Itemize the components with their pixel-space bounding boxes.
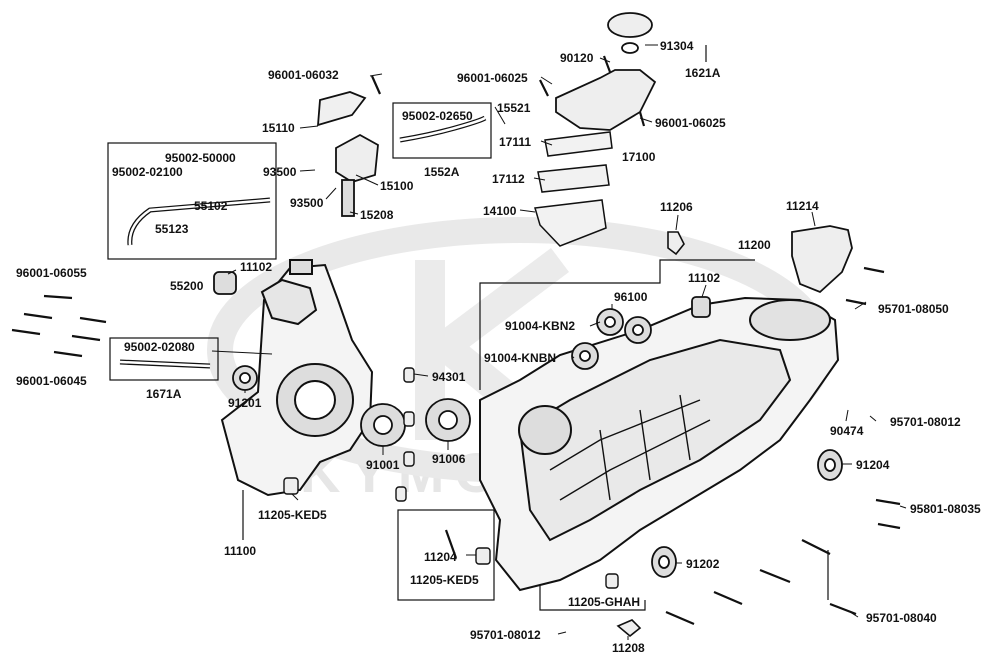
- clip-11208: [616, 619, 642, 638]
- left-crankcase-11100: [220, 259, 374, 497]
- reed-valve-gaskets: [534, 131, 613, 247]
- part-label-17100: 17100: [622, 150, 656, 164]
- intake-manifold-17100: [555, 12, 657, 131]
- part-label-11100: 11100: [224, 544, 257, 558]
- part-label-15208: 15208: [360, 208, 394, 222]
- part-label-11205-GHAH: 11205-GHAH: [568, 595, 641, 609]
- part-label-11206: 11206: [660, 200, 693, 214]
- hose-assembly-box: [107, 142, 277, 260]
- part-label-94301: 94301: [432, 370, 466, 384]
- part-label-93500-lower: 93500: [290, 196, 324, 210]
- leader-lines: [211, 44, 907, 640]
- part-label-91201: 91201: [228, 396, 262, 410]
- part-label-96001-06025-top: 96001-06025: [457, 71, 528, 85]
- part-label-91006: 91006: [432, 452, 466, 466]
- part-label-96100: 96100: [614, 290, 648, 304]
- part-label-11204-center: 11204: [424, 550, 457, 564]
- part-label-11200: 11200: [738, 238, 771, 252]
- pipe-1552A-box: [392, 102, 492, 159]
- part-label-91004-KBN2: 91004-KBN2: [505, 319, 576, 333]
- part-label-55200: 55200: [170, 279, 204, 293]
- part-label-95701-08040: 95701-08040: [866, 611, 937, 625]
- part-label-17111: 17111: [499, 135, 532, 149]
- part-label-17112: 17112: [492, 172, 525, 186]
- part-label-95002-02080: 95002-02080: [124, 340, 195, 354]
- part-label-96001-06055: 96001-06055: [16, 266, 87, 280]
- part-label-96001-06025-right: 96001-06025: [655, 116, 726, 130]
- dowel-pins-94301: [283, 367, 619, 589]
- part-label-90120: 90120: [560, 51, 594, 65]
- part-label-91304: 91304: [660, 39, 694, 53]
- clip-11206: [667, 231, 685, 256]
- part-label-15100: 15100: [380, 179, 414, 193]
- part-label-91001: 91001: [366, 458, 400, 472]
- part-label-11205-KED5-left: 11205-KED5: [258, 508, 327, 522]
- bearings: [213, 271, 843, 578]
- part-label-96001-06045: 96001-06045: [16, 374, 87, 388]
- part-label-91204-right: 91204: [856, 458, 890, 472]
- part-label-96001-06032: 96001-06032: [268, 68, 339, 82]
- right-crankcase-11200: [479, 296, 840, 592]
- part-label-1552A: 1552A: [424, 165, 460, 179]
- part-label-11102-left: 11102: [240, 260, 273, 274]
- part-label-11102-right: 11102: [688, 271, 721, 285]
- part-label-11208: 11208: [612, 641, 645, 655]
- part-label-95701-08012-right: 95701-08012: [890, 415, 961, 429]
- part-label-93500-upper: 93500: [263, 165, 297, 179]
- oil-pump-15100: [316, 91, 379, 217]
- part-label-95002-50000: 95002-50000: [165, 151, 236, 165]
- part-label-95002-02100: 95002-02100: [112, 165, 183, 179]
- part-label-11214: 11214: [786, 199, 819, 213]
- part-label-90474: 90474: [830, 424, 864, 438]
- part-label-55102: 55102: [194, 199, 228, 213]
- part-label-95701-08012-bottom: 95701-08012: [470, 628, 541, 642]
- pipe-1671A-box: [109, 337, 219, 381]
- part-label-95002-02650: 95002-02650: [402, 109, 473, 123]
- part-label-14100: 14100: [483, 204, 517, 218]
- part-label-15521: 15521: [497, 101, 531, 115]
- part-label-91004-KNBN: 91004-KNBN: [484, 351, 557, 365]
- part-label-15110: 15110: [262, 121, 295, 135]
- group-line-11205-GHAH: [539, 580, 646, 611]
- bolts: [11, 55, 901, 626]
- part-label-55123: 55123: [155, 222, 189, 236]
- part-label-91202: 91202: [686, 557, 720, 571]
- bracket-11214: [791, 225, 853, 294]
- part-label-1671A: 1671A: [146, 387, 182, 401]
- part-label-11205-KED5-center: 11205-KED5: [410, 573, 479, 587]
- small-parts-box: [397, 509, 495, 601]
- part-label-95701-08050: 95701-08050: [878, 302, 949, 316]
- group-line-11200: [479, 259, 755, 390]
- part-label-1621A: 1621A: [685, 66, 721, 80]
- part-label-95801-08035: 95801-08035: [910, 502, 981, 516]
